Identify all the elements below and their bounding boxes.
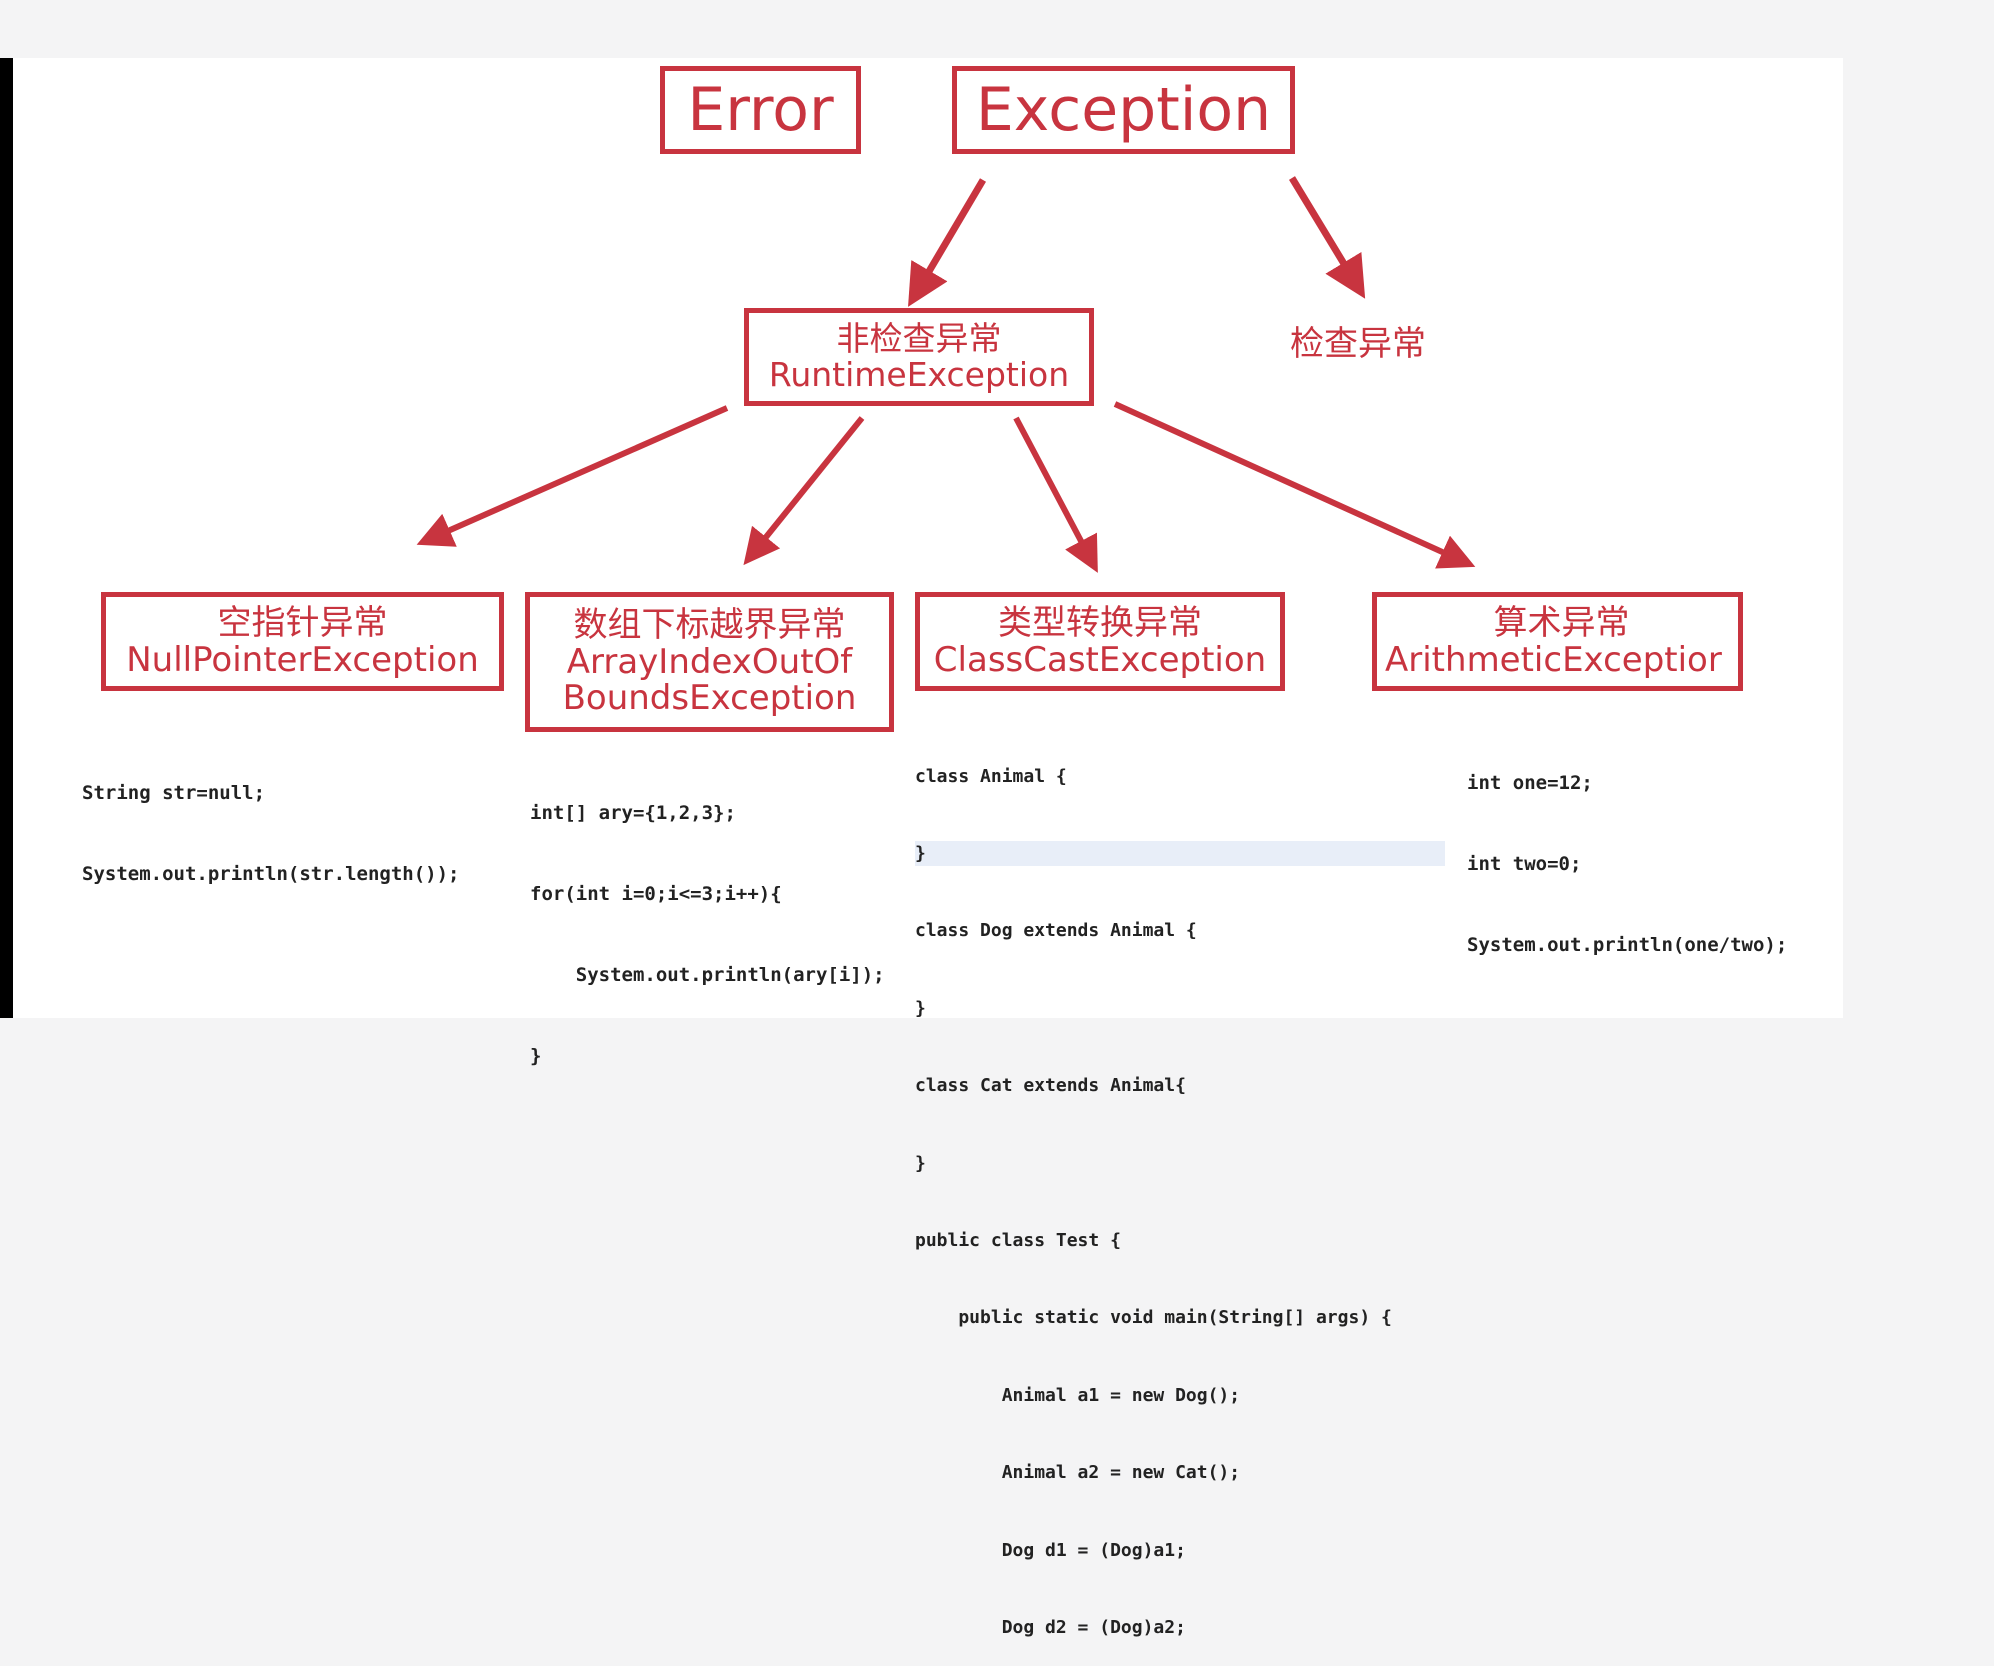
arrow-runtime-to-cce xyxy=(1013,416,1098,573)
npe-cn-label: 空指针异常 xyxy=(217,602,388,643)
code-line: class Cat extends Animal{ xyxy=(915,1075,1186,1097)
code-line: } xyxy=(915,842,926,864)
npe-box: 空指针异常 NullPointerException xyxy=(101,592,504,691)
npe-code-block: String str=null; System.out.println(str.… xyxy=(82,726,460,915)
code-line: Animal a2 = new Cat(); xyxy=(915,1462,1241,1484)
arrows-layer xyxy=(416,176,1476,573)
code-line: int one=12; xyxy=(1467,772,1593,794)
ae-box: 算术异常 ArithmeticExceptior xyxy=(1372,592,1743,691)
error-box: Error xyxy=(660,66,861,154)
runtime-exception-box: 非检查异常 RuntimeException xyxy=(744,308,1094,406)
code-line: int two=0; xyxy=(1467,853,1582,875)
npe-en-label: NullPointerException xyxy=(126,639,479,680)
code-line: class Animal { xyxy=(915,765,1067,787)
runtime-cn-label: 非检查异常 xyxy=(836,319,1002,359)
code-line: int[] ary={1,2,3}; xyxy=(530,802,736,824)
code-line: String str=null; xyxy=(82,782,266,804)
code-line: System.out.println(ary[i]); xyxy=(530,964,885,986)
arrow-exception-to-runtime xyxy=(908,178,987,307)
checked-exception-label: 检查异常 xyxy=(1290,324,1426,364)
code-line: Dog d2 = (Dog)a2; xyxy=(915,1616,1186,1638)
code-line: System.out.println(one/two); xyxy=(1467,934,1788,956)
arrow-exception-to-checked xyxy=(1289,176,1366,299)
code-line: Dog d1 = (Dog)a1; xyxy=(915,1539,1186,1561)
aioobe-en-label-2: BoundsException xyxy=(562,678,857,719)
cce-cn-label: 类型转换异常 xyxy=(998,602,1202,643)
ae-code-block: int one=12; int two=0; System.out.printl… xyxy=(1467,716,1787,986)
code-line: public class Test { xyxy=(915,1229,1121,1251)
code-line-highlight xyxy=(915,841,1445,866)
code-line: class Dog extends Animal { xyxy=(915,920,1197,942)
cce-code-block: class Animal { } class Dog extends Anima… xyxy=(915,712,1392,1666)
code-line: } xyxy=(915,1152,926,1174)
code-line: Animal a1 = new Dog(); xyxy=(915,1384,1241,1406)
code-line: for(int i=0;i<=3;i++){ xyxy=(530,883,782,905)
left-edge-bar xyxy=(0,58,13,1018)
cce-box: 类型转换异常 ClassCastException xyxy=(915,592,1285,691)
aioobe-code-block: int[] ary={1,2,3}; for(int i=0;i<=3;i++)… xyxy=(530,746,885,1097)
error-label: Error xyxy=(687,74,834,145)
aioobe-box: 数组下标越界异常 ArrayIndexOutOf BoundsException xyxy=(525,592,894,732)
exception-box: Exception xyxy=(952,66,1295,154)
code-line: } xyxy=(915,997,926,1019)
arrow-runtime-to-aioobe xyxy=(743,416,865,566)
code-line: System.out.println(str.length()); xyxy=(82,863,460,885)
arrow-runtime-to-ae xyxy=(1113,401,1476,569)
arrow-runtime-to-npe xyxy=(416,405,729,547)
aioobe-cn-label: 数组下标越界异常 xyxy=(573,604,846,645)
aioobe-en-label-1: ArrayIndexOutOf xyxy=(566,641,853,682)
runtime-en-label: RuntimeException xyxy=(768,355,1070,394)
cce-en-label: ClassCastException xyxy=(933,639,1267,680)
ae-cn-label: 算术异常 xyxy=(1493,602,1630,643)
code-line: } xyxy=(530,1045,542,1067)
ae-en-label: ArithmeticExceptior xyxy=(1385,639,1722,680)
code-line: public static void main(String[] args) { xyxy=(915,1307,1392,1329)
exception-label: Exception xyxy=(975,74,1272,145)
